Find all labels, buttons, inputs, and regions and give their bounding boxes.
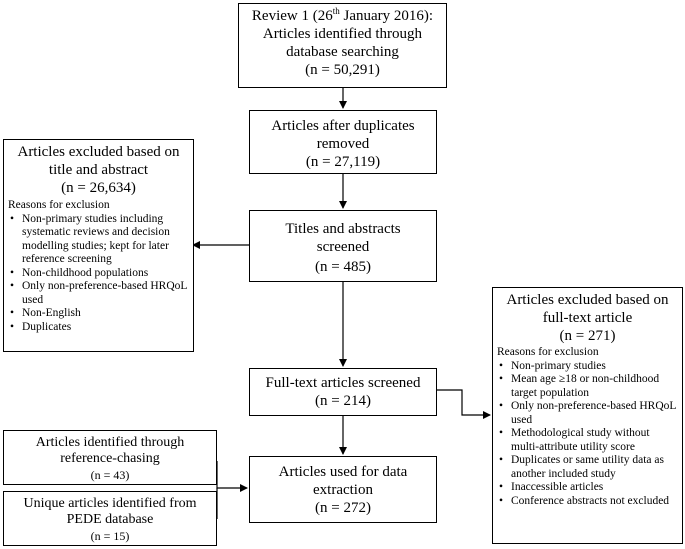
review-identified-box: Review 1 (26th January 2016): Articles i… [238, 3, 447, 88]
excluded-ta-reason: Non-primary studies including systematic… [8, 213, 189, 267]
included-line1: Articles used for data [278, 464, 408, 480]
excluded-ft-reason: Only non-preference-based HRQoL used [497, 400, 678, 427]
excluded-ft-count: (n = 271) [559, 328, 616, 344]
excluded-ta-reason: Non-childhood populations [8, 267, 189, 281]
excluded-ft-reason: Mean age ≥18 or non-childhood target pop… [497, 373, 678, 400]
screened-line1: Titles and abstracts [285, 221, 401, 237]
excluded-ft-reasons-label: Reasons for exclusion [497, 346, 599, 358]
dedup-line1: Articles after duplicates [271, 118, 415, 134]
review-line3: database searching [286, 44, 399, 60]
fulltext-count: (n = 214) [315, 393, 371, 409]
excluded-ft-reason: Conference abstracts not excluded [497, 495, 678, 509]
pede-count: (n = 15) [90, 529, 130, 543]
included-line2: extraction [313, 482, 373, 498]
excluded-ta-line2: title and abstract [48, 162, 149, 178]
excluded-ft-reasons: Reasons for exclusion Non-primary studie… [497, 346, 678, 508]
dedup-line2: removed [316, 136, 370, 152]
pede-line1: Unique articles identified from [23, 496, 197, 511]
excluded-ta-reason: Duplicates [8, 321, 189, 335]
review-line1: Review 1 (26th January 2016): [251, 6, 434, 25]
excluded-ft-reason: Inaccessible articles [497, 481, 678, 495]
reference-line1: Articles identified through [35, 435, 185, 450]
arrow-reference-to-included [216, 461, 248, 492]
pede-database-box: Unique articles identified from PEDE dat… [3, 491, 217, 546]
reference-line2: reference-chasing [60, 451, 160, 466]
pede-line2: PEDE database [66, 512, 154, 527]
included-data-extraction-box: Articles used for data extraction (n = 2… [249, 456, 437, 523]
excluded-ta-count: (n = 26,634) [61, 180, 136, 196]
excluded-ta-line1: Articles excluded based on [17, 144, 180, 160]
excluded-ft-reason: Duplicates or same utility data as anoth… [497, 454, 678, 481]
excluded-ta-reasons: Reasons for exclusion Non-primary studie… [8, 199, 189, 334]
excluded-ta-reason: Only non-preference-based HRQoL used [8, 280, 189, 307]
excluded-ft-line2: full-text article [542, 310, 633, 326]
titles-abstracts-screened-box: Titles and abstracts screened (n = 485) [249, 210, 437, 282]
excluded-title-abstract-box: Articles excluded based on title and abs… [3, 139, 194, 352]
fulltext-screened-box: Full-text articles screened (n = 214) [249, 368, 437, 416]
excluded-ft-reason: Non-primary studies [497, 360, 678, 374]
excluded-ft-reason: Methodological study without multi-attri… [497, 427, 678, 454]
review-count: (n = 50,291) [305, 62, 380, 78]
arrow-fulltext-to-excluded-ft [436, 389, 491, 419]
review-line2: Articles identified through [262, 26, 423, 42]
duplicates-removed-box: Articles after duplicates removed (n = 2… [249, 110, 437, 174]
excluded-ta-reason: Non-English [8, 307, 189, 321]
excluded-full-text-box: Articles excluded based on full-text art… [492, 287, 683, 544]
excluded-ta-reasons-label: Reasons for exclusion [8, 199, 110, 211]
included-count: (n = 272) [315, 500, 371, 516]
screened-count: (n = 485) [315, 259, 371, 275]
excluded-ft-line1: Articles excluded based on [506, 292, 669, 308]
reference-chasing-box: Articles identified through reference-ch… [3, 430, 217, 485]
fulltext-line1: Full-text articles screened [265, 375, 421, 391]
reference-count: (n = 43) [90, 468, 130, 482]
dedup-count: (n = 27,119) [305, 154, 381, 170]
screened-line2: screened [316, 239, 370, 255]
